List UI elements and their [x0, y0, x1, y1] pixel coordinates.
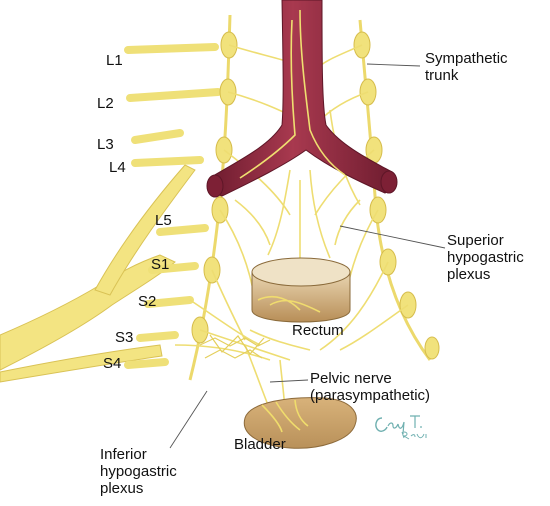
nerve-plexus-strands — [174, 44, 409, 411]
label-l1: L1 — [106, 52, 123, 69]
bladder — [243, 397, 357, 449]
rectum — [251, 257, 351, 323]
aorta — [206, 0, 398, 198]
label-l2: L2 — [97, 95, 114, 112]
label-s2: S2 — [138, 293, 157, 310]
label-s1: S1 — [151, 256, 170, 273]
label-inferior-hypogastric-plexus: Inferior hypogastric plexus — [100, 446, 177, 497]
label-bladder: Bladder — [234, 436, 286, 453]
label-l5: L5 — [155, 212, 172, 229]
aortic-plexus-strands — [239, 9, 346, 179]
artist-signature — [375, 415, 427, 440]
label-s4: S4 — [103, 355, 122, 372]
label-rectum: Rectum — [292, 322, 344, 339]
label-l4: L4 — [109, 159, 126, 176]
lumbosacral-trunk — [0, 164, 196, 383]
label-superior-hypogastric-plexus: Superior hypogastric plexus — [447, 232, 524, 283]
leader-lines — [169, 63, 446, 449]
label-pelvic-nerve: Pelvic nerve (parasympathetic) — [310, 370, 431, 404]
label-sympathetic-trunk: Sympathetic trunk — [425, 50, 508, 84]
spinal-nerve-roots — [124, 43, 222, 369]
label-l3: L3 — [97, 136, 114, 153]
inferior-plexus-mesh — [199, 334, 271, 359]
label-s3: S3 — [115, 329, 134, 346]
